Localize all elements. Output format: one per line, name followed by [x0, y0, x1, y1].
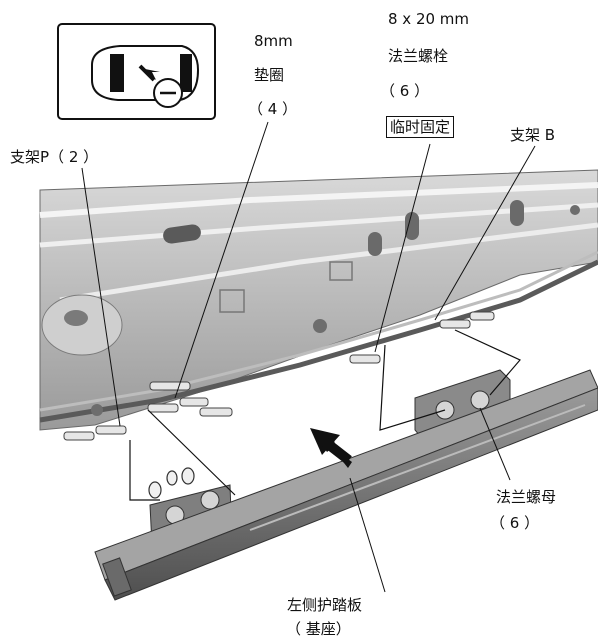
bolt-size-label: 8 x 20 mm: [388, 10, 470, 28]
flange-nut-label: 法兰螺母: [496, 488, 557, 506]
assembly-guide-lines: [129, 329, 521, 501]
side-step-sub-label: （ 基座）: [286, 620, 351, 638]
install-direction-arrow: [310, 428, 352, 468]
bolt-name-label: 法兰螺栓: [388, 47, 449, 65]
bracket-p-label: 支架P（ 2 ）: [10, 148, 99, 166]
washers: [148, 467, 195, 499]
minus-circle-icon: [153, 78, 183, 108]
temporary-fix-label: 临时固定: [386, 116, 455, 138]
callout-leaders: [81, 121, 536, 593]
side-step-label: 左侧护踏板: [287, 596, 363, 614]
side-step-rail: [94, 369, 598, 601]
washer-size-label: 8mm: [254, 32, 293, 50]
bracket-b-label: 支架 B: [510, 126, 556, 144]
vehicle-top-view-icon: [57, 23, 216, 120]
vehicle-floor-panel: [39, 169, 598, 431]
washer-name-label: 垫圈: [254, 66, 285, 84]
bolt-qty-label: （ 6 ）: [380, 82, 430, 100]
flange-nut-qty-label: （ 6 ）: [490, 514, 540, 532]
washer-qty-label: （ 4 ）: [248, 100, 298, 118]
flange-bolts: [63, 311, 495, 441]
